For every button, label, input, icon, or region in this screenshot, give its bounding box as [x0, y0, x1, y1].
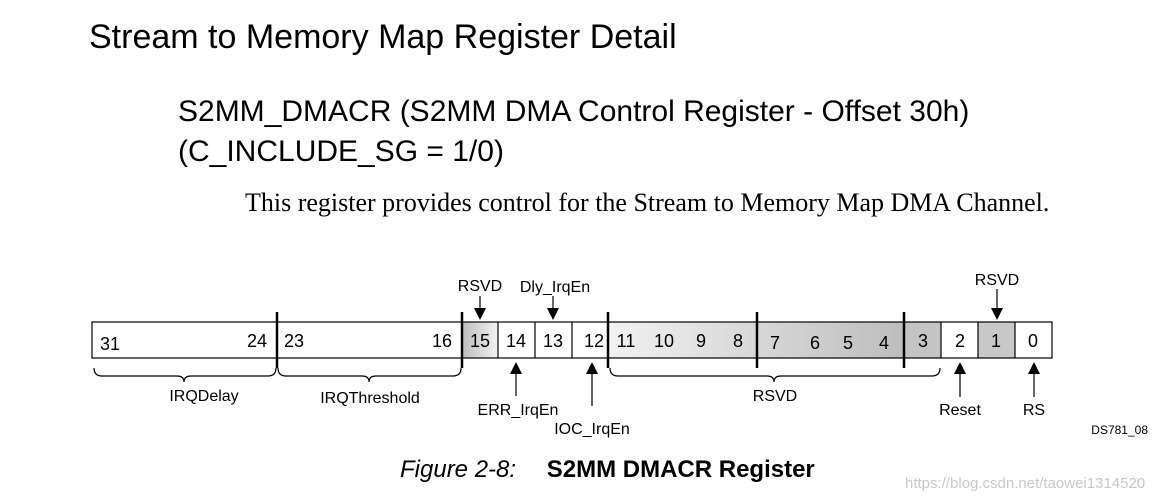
bit-label: 23 — [284, 331, 304, 351]
field-labels: IRQDelay IRQThreshold RSVD Dly_IrqEn ERR… — [169, 272, 1045, 438]
cell-dividers — [497, 322, 1016, 358]
figure-id: DS781_08 — [1091, 423, 1148, 437]
rsvd-brace — [609, 367, 941, 383]
bit-label: 8 — [733, 331, 743, 351]
arrow-up-icon — [1028, 362, 1040, 374]
field-label-ioc-irqen: IOC_IrqEn — [554, 421, 630, 438]
bit-label: 9 — [696, 331, 706, 351]
register-heading-line1: S2MM_DMACR (S2MM DMA Control Register - … — [178, 95, 970, 128]
field-label-rs: RS — [1023, 402, 1045, 419]
field-label-rsvd-bits11-3: RSVD — [753, 388, 797, 405]
bit1-shading — [978, 322, 1015, 358]
arrow-up-icon — [510, 362, 522, 374]
watermark: https://blog.csdn.net/taowei1314520 — [905, 475, 1146, 492]
bit15-shading — [462, 322, 498, 358]
irqdelay-brace — [93, 367, 277, 383]
field-label-irqdelay: IRQDelay — [169, 388, 238, 405]
bit-label: 5 — [843, 333, 853, 353]
arrow-down-icon — [474, 308, 486, 320]
field-label-rsvd-bit1: RSVD — [975, 272, 1019, 289]
field-label-reset: Reset — [939, 402, 981, 419]
bit-label: 11 — [617, 331, 636, 351]
figure-caption: Figure 2-8: S2MM DMACR Register — [400, 456, 815, 484]
bit-label: 4 — [879, 333, 889, 353]
arrow-down-icon — [547, 308, 559, 320]
bit-label: 7 — [770, 333, 780, 353]
field-braces — [93, 367, 941, 383]
field-boundary-ticks — [275, 312, 906, 368]
arrow-up-icon — [586, 362, 598, 374]
bit-label: 16 — [432, 331, 452, 351]
bit-label: 1 — [991, 331, 1001, 351]
arrow-down-icon — [991, 308, 1003, 320]
arrow-up-icon — [954, 362, 966, 374]
register-bit-diagram: 31 24 23 16 15 14 13 12 11 10 9 8 7 6 5 … — [91, 272, 1148, 438]
register-description: This register provides control for the S… — [245, 188, 1050, 217]
irqthreshold-brace — [277, 367, 462, 383]
bit-label: 13 — [543, 331, 563, 351]
bit-label: 2 — [955, 331, 965, 351]
field-label-rsvd-bit15: RSVD — [458, 278, 502, 295]
figure-number: Figure 2-8: — [400, 456, 517, 483]
bit-label: 10 — [654, 331, 674, 351]
bit-label: 6 — [810, 333, 820, 353]
top-arrows — [474, 289, 1003, 320]
register-heading: S2MM_DMACR (S2MM DMA Control Register - … — [178, 92, 969, 172]
field-label-irqthreshold: IRQThreshold — [320, 390, 420, 407]
bit3-shading — [904, 322, 941, 358]
bit-label: 0 — [1028, 331, 1038, 351]
bit-number-labels: 31 24 23 16 15 14 13 12 11 10 9 8 7 6 5 … — [100, 331, 1038, 354]
figure-title: S2MM DMACR Register — [546, 456, 815, 483]
bit-label: 3 — [918, 331, 928, 351]
bit-label: 15 — [470, 331, 490, 351]
bit-label: 31 — [100, 334, 120, 354]
bottom-arrows — [510, 362, 1040, 406]
bit-label: 24 — [247, 331, 267, 351]
bit-label: 12 — [584, 331, 604, 351]
bit-label: 14 — [506, 331, 526, 351]
section-title: Stream to Memory Map Register Detail — [89, 18, 677, 56]
field-label-dly-irqen: Dly_IrqEn — [520, 279, 590, 296]
field-label-err-irqen: ERR_IrqEn — [478, 402, 559, 419]
register-heading-line2: (C_INCLUDE_SG = 1/0) — [178, 135, 504, 168]
